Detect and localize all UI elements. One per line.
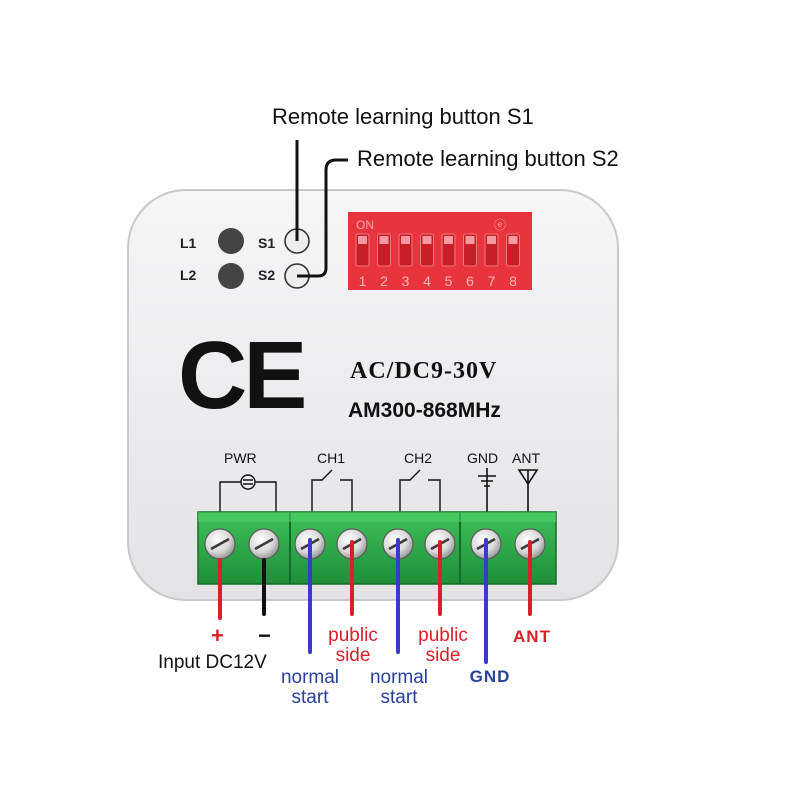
device-housing [127,189,619,601]
minus-label: − [258,623,271,648]
ch2-relay-symbol [399,469,441,512]
ch1-public-label-2: side [336,645,371,666]
dip-key-knob-3 [401,236,410,244]
dip-number-4: 4 [423,273,431,289]
callout-s2-label: Remote learning button S2 [357,146,619,171]
ch1-normal-label-1: normal [281,667,339,688]
label-ch2: CH2 [404,450,432,466]
ch2-public-label-2: side [426,645,461,666]
ch2-normal-label-2: start [381,687,419,708]
label-gnd: GND [467,450,498,466]
pwr-symbol [219,474,277,512]
frequency-spec: AM300-868MHz [348,399,501,422]
wires [218,538,532,664]
callout-s1-label: Remote learning button S1 [272,104,534,129]
ground-symbol [478,468,496,512]
dip-number-2: 2 [380,273,388,289]
dip-number-5: 5 [445,273,453,289]
dip-brand-mark: ⓔ [494,218,506,232]
ch2-normal-label-1: normal [370,667,428,688]
dip-number-6: 6 [466,273,474,289]
label-ch1: CH1 [317,450,345,466]
screw-slot-pwr-plus [210,537,230,551]
dip-key-knob-7 [487,236,496,244]
led-l2 [218,263,244,289]
dip-key-knob-5 [444,236,453,244]
gnd-wire-label: GND [470,667,511,686]
dip-number-1: 1 [359,273,367,289]
input-dc-label: Input DC12V [158,652,267,673]
ant-wire-label: ANT [513,627,551,646]
screw-slot-pwr-minus [254,537,274,551]
ch2-public-label-1: public [418,625,468,646]
dip-key-knob-1 [358,236,367,244]
led-l1 [218,228,244,254]
dip-number-3: 3 [402,273,410,289]
antenna-symbol [517,469,539,512]
button-label-s1: S1 [258,235,275,251]
led-label-l2: L2 [180,267,197,283]
dip-on-label: ON [356,218,374,232]
ce-mark: CE [178,322,304,429]
dip-key-knob-8 [508,236,518,244]
label-ant: ANT [512,450,540,466]
dip-number-7: 7 [488,273,496,289]
label-pwr: PWR [224,450,257,466]
dip-key-knob-6 [465,236,475,244]
dip-key-knob-4 [422,236,432,244]
dip-number-8: 8 [509,273,517,289]
callout-s2-line [297,158,348,278]
ch1-normal-label-2: start [292,687,330,708]
ch1-relay-symbol [311,469,353,512]
ch1-public-label-1: public [328,625,378,646]
dip-key-knob-2 [379,236,389,244]
led-label-l1: L1 [180,235,197,251]
button-label-s2: S2 [258,267,275,283]
plus-label: + [211,623,224,648]
voltage-spec: AC/DC9-30V [350,358,497,384]
terminal-block [197,511,557,585]
